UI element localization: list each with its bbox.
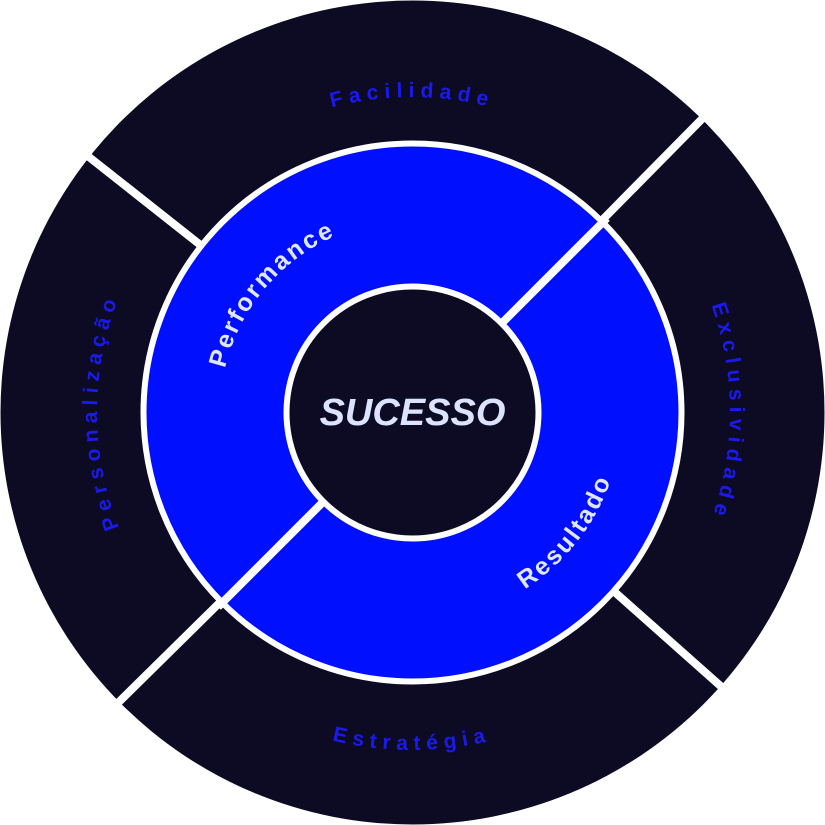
ring-dividers <box>72 103 737 718</box>
outer-divider <box>604 582 737 701</box>
outer-divider <box>103 592 231 718</box>
middle-ring-dividers <box>215 215 610 610</box>
outer-divider <box>72 142 211 255</box>
outer-divider <box>592 103 718 231</box>
middle-divider <box>215 494 331 610</box>
middle-divider <box>494 215 610 331</box>
center-label: SUCESSO <box>320 392 506 434</box>
center-circle <box>283 283 542 542</box>
